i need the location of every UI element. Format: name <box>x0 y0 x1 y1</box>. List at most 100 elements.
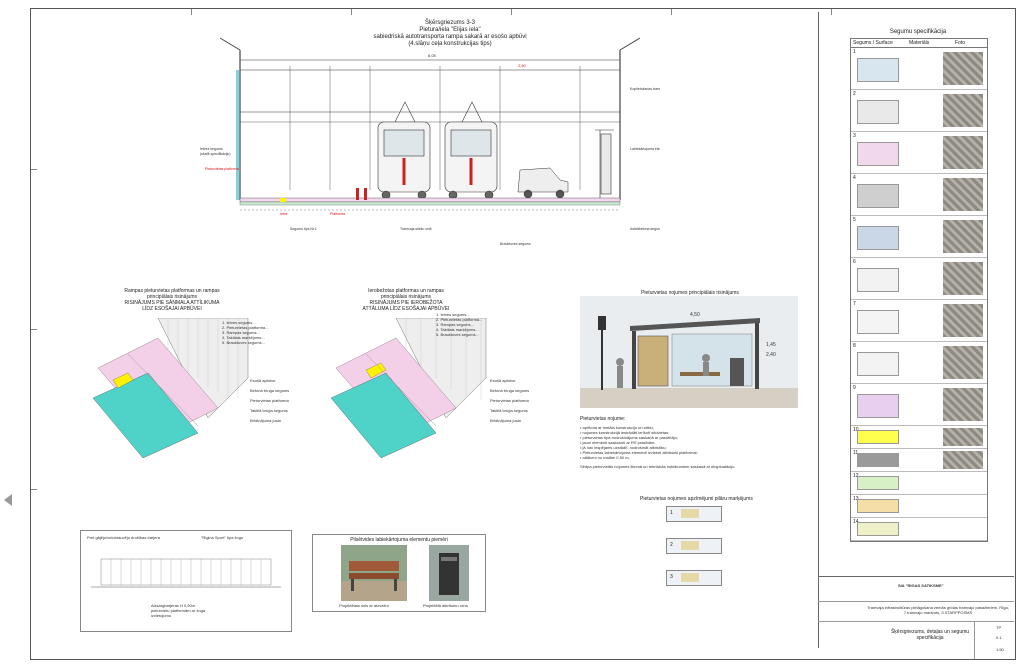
furniture-title: Pilsētvides labiekārtojuma elementu piem… <box>350 537 448 543</box>
spec-row-number: 5 <box>853 217 856 223</box>
spec-row: 8 <box>851 342 987 384</box>
project-name: Tramvaja infrastruktūras pielāgošana zem… <box>867 605 1009 615</box>
spec-swatch <box>857 268 899 292</box>
spec-swatch <box>857 522 899 536</box>
spec-swatch <box>857 499 899 513</box>
stage: TP <box>996 625 1002 630</box>
spec-photo <box>943 346 983 379</box>
spec-swatch <box>857 58 899 82</box>
spec-row: 2 <box>851 90 987 132</box>
spec-swatch <box>857 100 899 124</box>
spec-row: 9 <box>851 384 987 426</box>
spec-photo <box>943 451 983 469</box>
fence-title-1: Pret gājēju/velobraucēju drošības barjer… <box>87 535 160 540</box>
page-arrow-icon[interactable] <box>4 494 12 506</box>
spec-photo <box>943 220 983 253</box>
spec-swatch <box>857 476 899 490</box>
iso-right-title: Ierobežotas platformas un rampas princip… <box>346 288 466 312</box>
iso-left-title-4: LĪDZ ESOŠAJAI APBŪVEI <box>142 306 202 312</box>
svg-text:Segumu tips Nr.1: Segumu tips Nr.1 <box>290 227 317 231</box>
shelter-title: Pieturvietas nojumes principiālais risin… <box>641 290 739 296</box>
spec-row: 1 <box>851 48 987 90</box>
spec-row-number: 8 <box>853 343 856 349</box>
bin-image <box>429 545 469 601</box>
iso-right-title-1: Ierobežotas platformas un rampas <box>368 288 444 294</box>
spec-row-number: 3 <box>853 133 856 139</box>
tram-left <box>377 101 431 200</box>
spec-row: 14 <box>851 518 987 541</box>
spec-photo <box>943 388 983 421</box>
marking-panel-1: 1 <box>666 506 722 522</box>
bench-image <box>341 545 407 601</box>
spec-swatch <box>857 430 899 444</box>
grid-tick <box>31 489 37 490</box>
svg-text:Pieturvietas platforma: Pieturvietas platforma <box>205 167 239 171</box>
spec-swatch <box>857 453 899 467</box>
spec-row-number: 7 <box>853 301 856 307</box>
spec-photo <box>943 428 983 446</box>
spec-row: 11 <box>851 449 987 472</box>
svg-text:Koplietošanas transporta pietu: Koplietošanas transporta pietura <box>630 87 660 91</box>
svg-text:Platforma: Platforma <box>330 212 345 216</box>
shelter-dim-width: 4,50 <box>690 312 700 318</box>
cross-section-drawing: 6,05 2,40 Ietves segums <box>200 37 660 246</box>
spec-row-number: 2 <box>853 91 856 97</box>
spec-photo <box>943 178 983 211</box>
spec-row: 5 <box>851 216 987 258</box>
shelter-notes-footer: Sēdpa pieturvietās nojumes likumā un teh… <box>580 464 736 469</box>
svg-text:Labiekārtojuma elements: Labiekārtojuma elements <box>630 147 660 151</box>
stop-name: Pietura/iela "Elijas iela" <box>419 27 481 33</box>
svg-text:Ietves segums: Ietves segums <box>200 147 223 151</box>
svg-text:(skatīt specifikāciju): (skatīt specifikāciju) <box>200 152 231 156</box>
grid-tick <box>191 9 192 15</box>
title-block: SIA "RIGAS SATIKSME" Tramvaja infrastruk… <box>818 576 1014 659</box>
spec-row-number: 9 <box>853 385 856 391</box>
iso-left-title: Rampas pieturvietas platformas un rampas… <box>112 288 232 312</box>
spec-swatch <box>857 184 899 208</box>
sheet-title: Šķērsgriezums, detaļas un segumu specifi… <box>890 629 970 641</box>
marking-num-3: 3 <box>670 574 673 580</box>
spec-row-number: 1 <box>853 49 856 55</box>
spec-row-number: 13 <box>853 496 859 502</box>
spec-photo <box>943 52 983 85</box>
grid-tick <box>31 329 37 330</box>
section-title-block: Šķērsgriezums 3-3 Pietura/iela "Elijas i… <box>360 20 540 48</box>
fence-panel: Pret gājēju/velobraucēju drošības barjer… <box>80 530 292 632</box>
spec-title: Segumu specifikācija <box>889 29 947 35</box>
shelter-dim-1: 1,45 <box>766 342 776 348</box>
spec-row: 4 <box>851 174 987 216</box>
svg-text:Tramvaja sliežu ceļš: Tramvaja sliežu ceļš <box>400 227 432 231</box>
svg-text:Ietve: Ietve <box>280 212 288 216</box>
fence-note: Aizsargbarjeras H 0,90m pieturvietu plat… <box>151 603 206 618</box>
spec-row: 13 <box>851 495 987 518</box>
section-title: Šķērsgriezums 3-3 <box>424 20 475 26</box>
marking-num-2: 2 <box>670 542 673 548</box>
company-name: SIA "RIGAS SATIKSME" <box>898 583 944 588</box>
iso-left-title-2: principiālais risinājums <box>146 294 198 300</box>
tram-right <box>444 101 498 200</box>
spec-swatch <box>857 226 899 250</box>
fence-title-2: "Rigina Sport" tipa žogs <box>201 535 243 540</box>
iso-left-notes: 1. Ietves segums...2. Pieturvietas platf… <box>222 320 269 345</box>
shelter-section <box>595 129 614 198</box>
spec-header: Segums / Surface Materiāls Foto <box>851 39 987 48</box>
width-label: 6,05 <box>428 53 437 58</box>
spec-swatch <box>857 310 899 334</box>
furniture-caption-1: Projektētais sols ar atzveltni <box>339 603 389 608</box>
platform-label: 2,40 <box>518 63 527 68</box>
section-subtitle: sabiedriskā autotransporta rampa sakarā … <box>373 34 527 40</box>
spec-row: 3 <box>851 132 987 174</box>
spec-row: 12 <box>851 472 987 495</box>
spec-photo <box>943 94 983 127</box>
markings-title: Pieturvietas nojumes apzīmējumi pilāru m… <box>640 496 753 502</box>
spec-row: 10 <box>851 426 987 449</box>
spec-row-number: 12 <box>853 473 859 479</box>
car <box>517 167 569 199</box>
spec-row-number: 11 <box>853 450 859 456</box>
iso-right-title-4: ATTĀLUMA LĪDZ ESOŠAJAI APBŪVEI <box>362 306 450 312</box>
shelter-render: 4,50 1,45 2,40 <box>580 296 798 408</box>
spec-photo <box>943 304 983 337</box>
marking-panel-2: 2 <box>666 538 722 554</box>
